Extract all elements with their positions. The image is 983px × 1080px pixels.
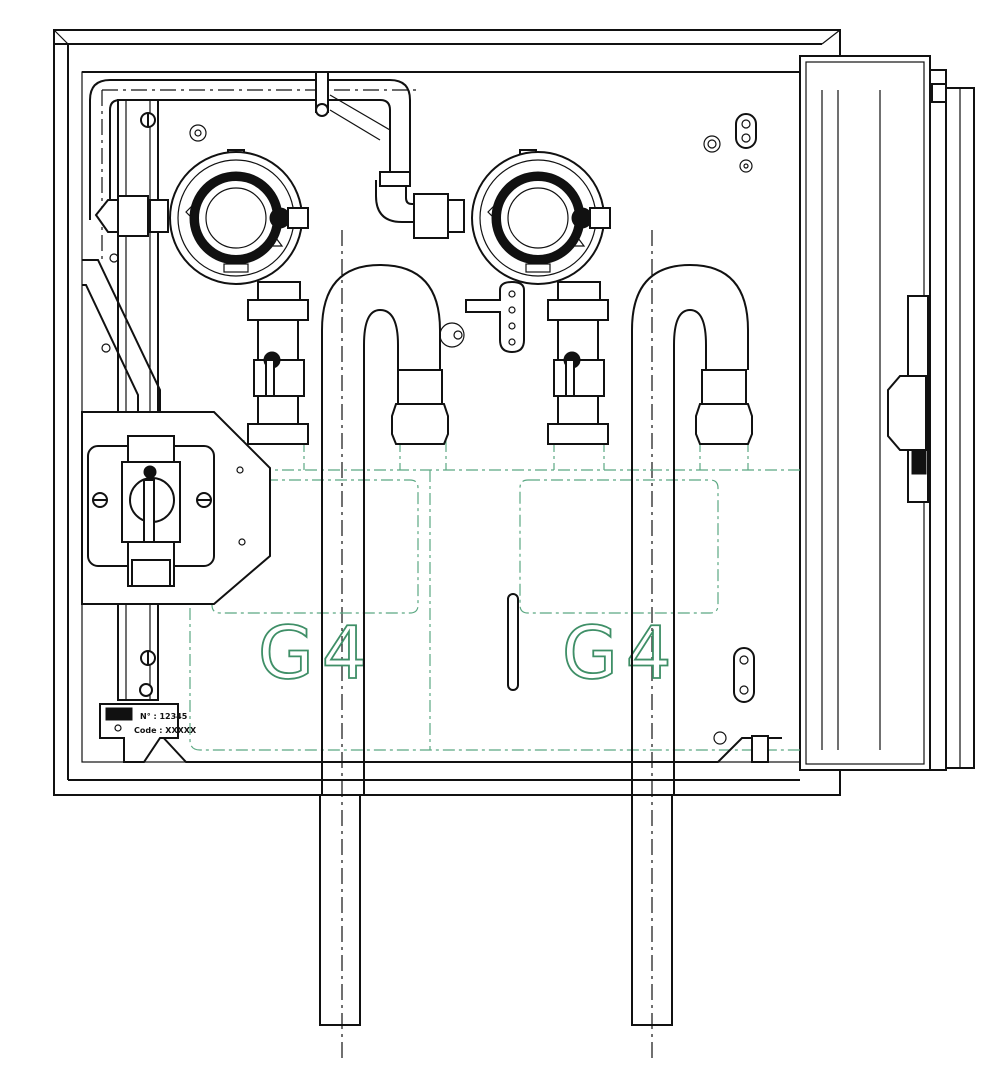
small-hole-2 [109, 253, 119, 263]
base-legs [319, 794, 673, 1026]
mounting-holes [189, 113, 757, 745]
valve-stack-left [247, 281, 309, 445]
bracket-middle [465, 280, 525, 354]
small-hole [101, 343, 111, 353]
valve-stack-right [547, 281, 609, 445]
inlet-pipe [89, 71, 430, 223]
centerlines [101, 89, 653, 1060]
regulator-right [413, 149, 611, 285]
plate-code: Code : XXXXX [134, 726, 197, 735]
u-pipe-right [631, 263, 753, 795]
main-valve-assembly [81, 411, 271, 605]
meter-label-left: G4 [258, 611, 376, 695]
u-pipe-left [321, 263, 465, 795]
meter-label-right: G4 [562, 611, 680, 695]
id-plate: N° : 12345 Code : XXXXX [99, 703, 197, 763]
plate-number: N° : 12345 [140, 712, 188, 721]
cabinet-door [799, 55, 975, 771]
regulator-left [169, 149, 309, 285]
bottom-trim [159, 733, 782, 763]
